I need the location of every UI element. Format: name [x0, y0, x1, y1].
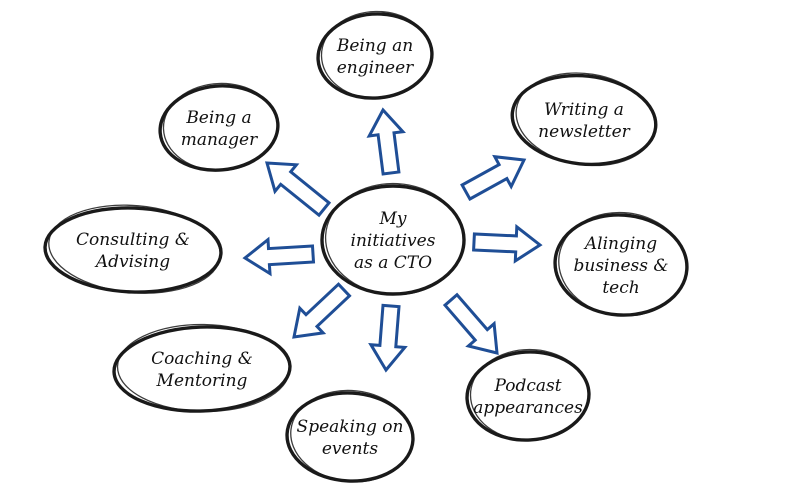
node-aligning-label-line: business &: [574, 256, 669, 276]
center-node-label-line: My: [378, 209, 406, 229]
center-node-label-line: as a CTO: [354, 253, 432, 273]
node-manager-outline: [158, 84, 280, 172]
node-consulting: Consulting &Advising: [43, 204, 223, 294]
node-consulting-label-line: Advising: [94, 252, 170, 272]
node-aligning-label-line: Alinging: [583, 234, 657, 254]
node-speaking-sketch-stroke: [290, 389, 414, 483]
node-engineer-label-line: Being an: [336, 36, 413, 56]
node-podcast-label-line: appearances: [473, 398, 583, 418]
arrow-to-aligning: [472, 223, 543, 264]
arrow-to-coaching: [292, 282, 352, 339]
node-newsletter-outline: [510, 73, 658, 167]
node-manager-sketch-stroke: [162, 82, 279, 172]
node-podcast-label-line: Podcast: [493, 376, 561, 396]
node-newsletter-sketch-stroke: [515, 72, 656, 167]
node-manager-label-line: Being a: [185, 108, 251, 128]
node-newsletter-label-line: Writing a: [544, 100, 624, 120]
center-node-label-line: initiatives: [351, 231, 436, 251]
node-speaking-label-line: events: [322, 439, 379, 459]
node-coaching-label-line: Coaching &: [151, 349, 253, 369]
node-manager-label-line: manager: [181, 130, 258, 150]
node-podcast-sketch-stroke: [469, 348, 590, 442]
node-aligning-label-line: tech: [602, 278, 639, 298]
node-consulting-label-line: Consulting &: [76, 230, 190, 250]
center-node-sketch-stroke: [324, 182, 465, 296]
node-engineer-outline: [316, 12, 434, 100]
arrow-to-podcast: [442, 292, 499, 355]
node-consulting-outline: [43, 206, 223, 294]
node-consulting-sketch-stroke: [48, 204, 221, 294]
node-aligning-sketch-stroke: [558, 211, 688, 317]
arrow-to-engineer: [366, 107, 406, 176]
node-coaching-label-line: Mentoring: [156, 371, 248, 391]
node-engineer-sketch-stroke: [320, 10, 433, 100]
arrow-to-consulting: [242, 236, 316, 277]
arrow-to-manager: [264, 161, 332, 218]
node-speaking-label-line: Speaking on: [297, 417, 404, 437]
arrow-to-newsletter: [460, 154, 527, 202]
node-coaching-sketch-stroke: [116, 323, 291, 413]
node-coaching: Coaching &Mentoring: [112, 323, 292, 413]
node-newsletter-label-line: newsletter: [538, 122, 631, 142]
arrow-to-speaking: [368, 303, 408, 373]
node-engineer-label-line: engineer: [337, 58, 414, 78]
